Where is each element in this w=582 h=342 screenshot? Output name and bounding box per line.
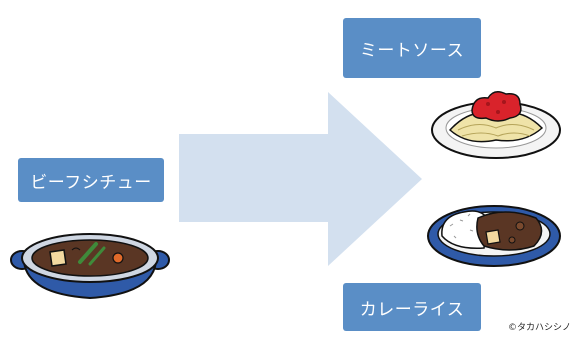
copyright-text: ©タカハシシノ [508, 323, 572, 333]
beef-stew-icon [10, 233, 170, 300]
meat-sauce-spaghetti-icon [431, 91, 561, 159]
meat-sauce-label: ミートソース [343, 18, 481, 78]
beef-stew-label: ビーフシチュー [18, 158, 164, 202]
curry-rice-icon [427, 205, 561, 267]
curry-rice-label: カレーライス [343, 283, 481, 331]
